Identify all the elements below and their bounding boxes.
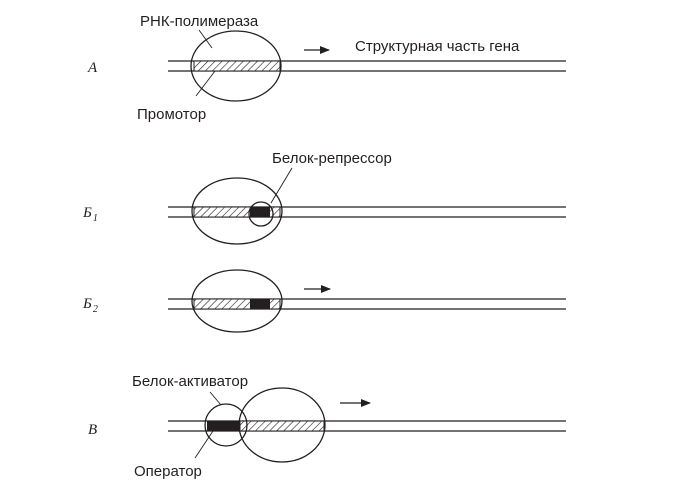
operator-label: Оператор — [134, 463, 202, 480]
rna-polymerase — [190, 30, 282, 102]
row-label-b1: Б1 — [82, 205, 98, 224]
activator-leader — [209, 391, 222, 406]
promoter-region — [239, 420, 325, 432]
operator-region — [207, 421, 240, 431]
rna-polymerase — [238, 387, 326, 463]
promoter-region — [193, 60, 281, 72]
rna-polymerase — [191, 269, 283, 333]
structural-part-label: Структурная часть гена — [355, 38, 520, 55]
promoter-region — [193, 206, 281, 218]
row-b1: Б1 Белок-репрессор — [82, 150, 566, 245]
row-label-b2: Б2 — [82, 296, 98, 315]
row-label-a: А — [87, 60, 98, 76]
rna-polymerase-leader — [198, 29, 213, 49]
rna-polymerase — [191, 177, 283, 245]
row-b2: Б2 — [82, 269, 566, 333]
promoter-label: Промотор — [137, 106, 206, 123]
promoter-region — [193, 298, 281, 310]
activator-label: Белок-активатор — [132, 373, 248, 390]
operator-leader — [194, 430, 214, 459]
row-a: А РНК-полимераза Промотор Структурная ча… — [87, 13, 566, 123]
row-label-v: В — [88, 422, 97, 438]
repressor-label: Белок-репрессор — [272, 150, 392, 167]
operator-region — [250, 299, 270, 309]
row-v: В Белок-активатор Оператор — [88, 373, 566, 480]
activator-protein — [204, 403, 248, 447]
repressor-protein — [248, 201, 274, 227]
repressor-leader — [270, 167, 293, 204]
operator-region — [250, 207, 270, 217]
rna-polymerase-label: РНК-полимераза — [140, 13, 259, 30]
promoter-leader — [195, 70, 216, 97]
